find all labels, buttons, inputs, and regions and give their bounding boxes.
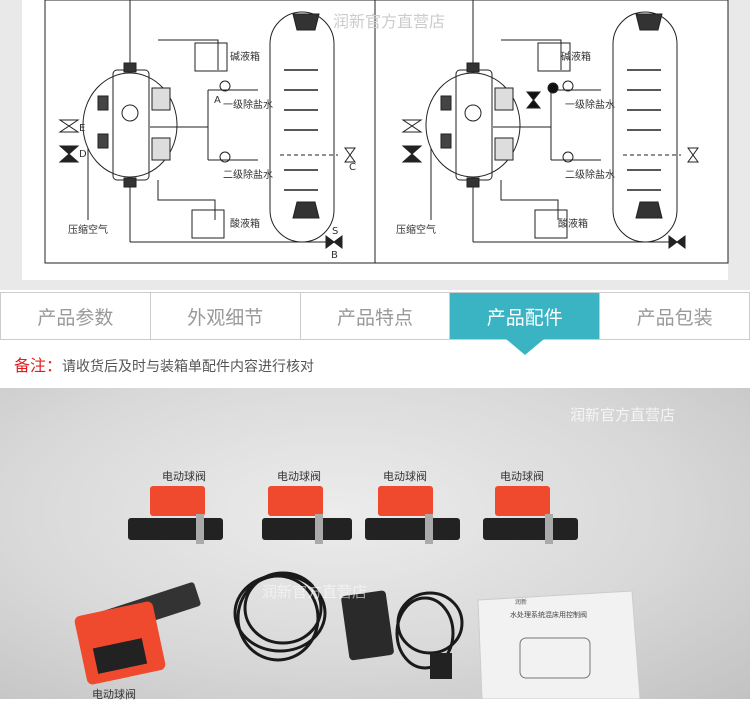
accessories-drawing [74,486,641,699]
diagram-panel-left [58,0,356,249]
schematic-diagram: 碱液箱 一级除盐水 二级除盐水 酸液箱 压缩空气 A B C D E S 碱液箱… [0,0,750,290]
manual-title: 水处理系统混床用控制阀 [510,611,587,619]
note-text: 请收货后及时与装箱单配件内容进行核对 [62,359,315,375]
ball-valve [365,486,460,544]
tab-product-packaging[interactable]: 产品包装 [600,293,750,339]
ball-valve [483,486,578,544]
ball-valve [128,486,223,544]
tab-product-params[interactable]: 产品参数 [0,293,151,339]
photo-watermark: 润新官方直营店 [570,406,676,424]
accessories-photo: 润新官方直营店 润新官方直营店 电动球阀 电动球阀 电动球阀 电动球阀 电动球阀… [0,388,750,701]
valve-label: 电动球阀 [383,470,427,483]
ball-valve-large [74,582,201,685]
valve-label: 电动球阀 [277,470,321,483]
ball-valve [262,486,352,544]
manual-brand: 润新 [515,599,528,606]
valve-label: 电动球阀 [162,470,206,483]
user-manual [477,590,641,699]
power-adapter [341,590,464,679]
diagram-frame [44,0,729,264]
note-key: 备注： [14,356,63,375]
tab-product-features[interactable]: 产品特点 [300,293,451,339]
photo-watermark-center: 润新官方直营店 [262,583,368,601]
note: 备注：请收货后及时与装箱单配件内容进行核对 [14,352,314,376]
cable-coil [233,571,327,662]
tab-bar: 产品参数 外观细节 产品特点 产品配件 产品包装 [0,292,750,355]
tab-product-accessories[interactable]: 产品配件 [450,293,601,355]
tab-appearance-details[interactable]: 外观细节 [150,293,301,339]
valve-label: 电动球阀 [92,688,136,701]
valve-label: 电动球阀 [500,470,544,483]
diagram-drawing [44,0,729,264]
